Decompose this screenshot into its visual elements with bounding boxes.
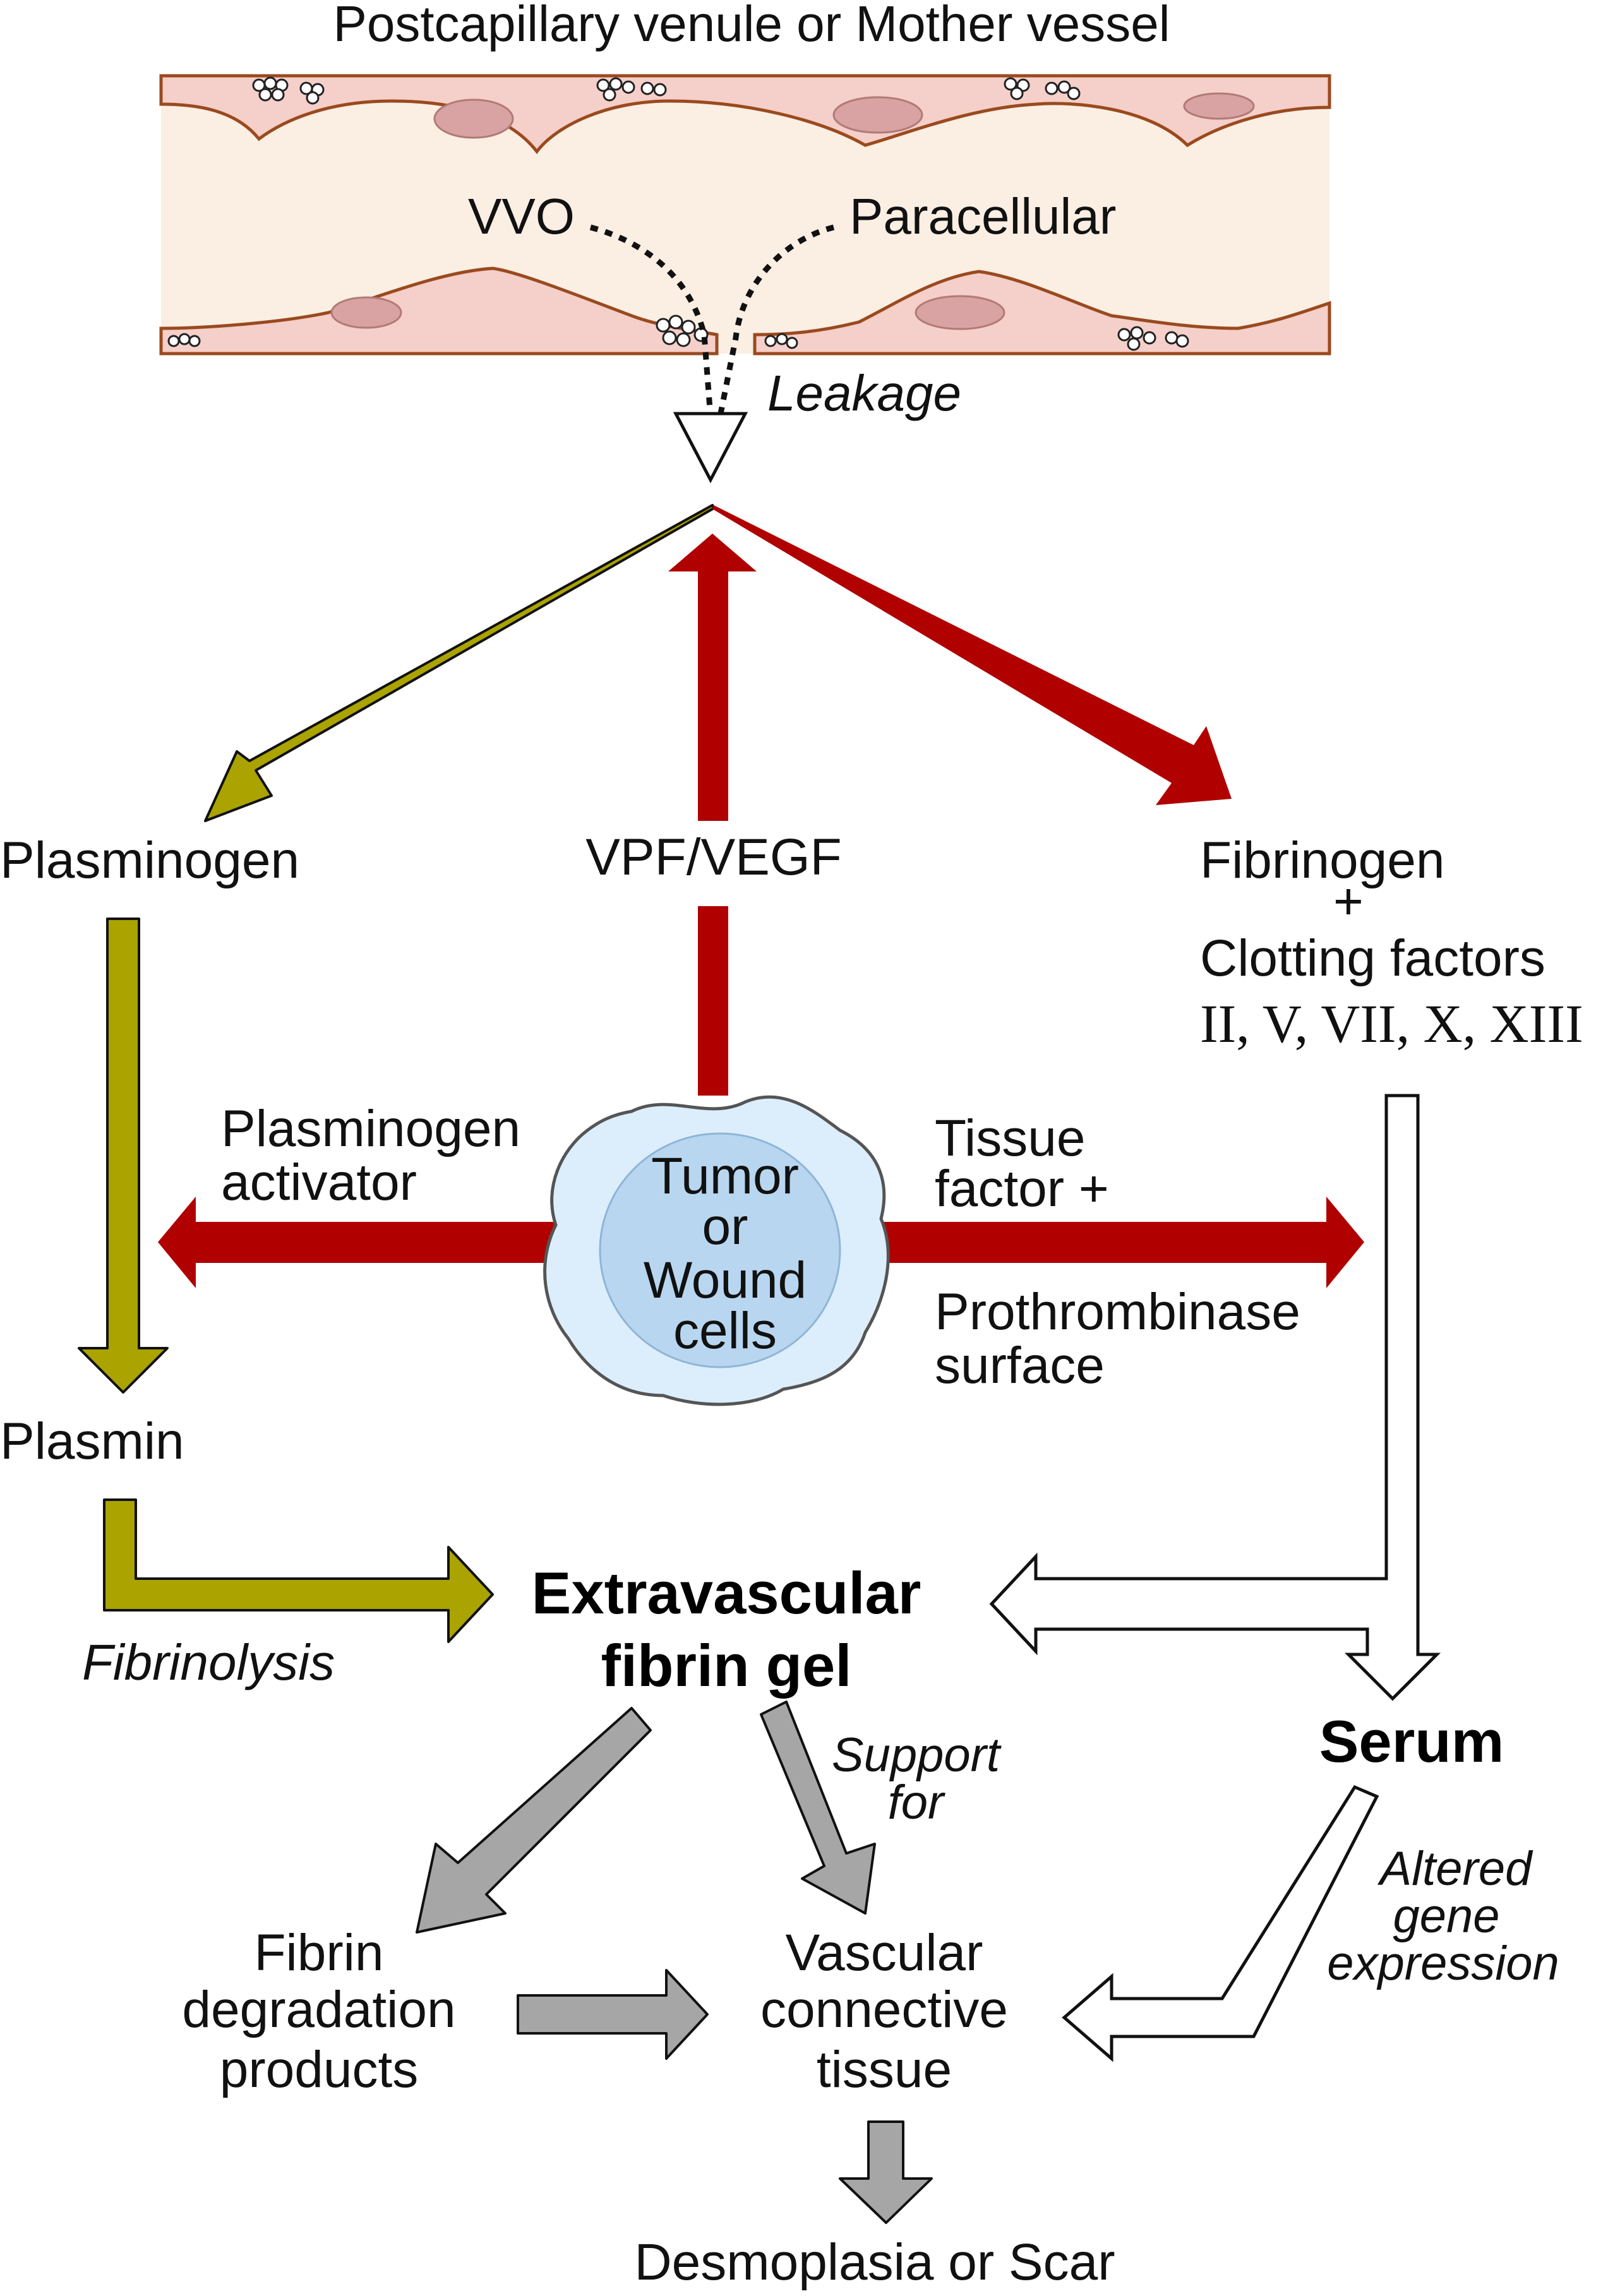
arrow-plasmin-to-gel: [103, 1498, 494, 1643]
tissue-factor-line2: factor +: [935, 1160, 1109, 1217]
vessel-bottom-wall: [159, 266, 719, 356]
tissue-factor-line1: Tissue: [935, 1109, 1085, 1167]
arrow-serum-to-vct: [1062, 1785, 1379, 2062]
fibrinolysis-label: Fibrinolysis: [82, 1634, 335, 1690]
altered-line2: gene: [1393, 1889, 1499, 1943]
plasminogen-activator-line1: Plasminogen: [221, 1100, 520, 1157]
endothelial-nucleus: [433, 99, 514, 139]
clotting-factors-label: Clotting factors: [1200, 930, 1545, 987]
prothrombinase-line1: Prothrombinase: [935, 1283, 1300, 1341]
cell-label-or: or: [702, 1198, 748, 1255]
endothelial-nucleus: [915, 295, 1005, 330]
paracellular-leakage-route: [717, 224, 835, 417]
plasmin-label: Plasmin: [0, 1413, 184, 1470]
vvo-label: VVO: [468, 188, 575, 244]
vessel-bottom-wall-right: [753, 270, 1331, 356]
cell-nucleus: [599, 1132, 841, 1368]
arrow-plasminogen-to-plasmin: [78, 918, 169, 1394]
fdp-line3: products: [220, 2041, 419, 2098]
cell-label-cells: cells: [673, 1302, 777, 1360]
arrow-tissue-factor: [878, 1197, 1364, 1288]
vessel-top-wall: [159, 74, 1331, 155]
support-line2: for: [888, 1776, 945, 1829]
serum-label: Serum: [1319, 1708, 1504, 1774]
fibrin-gel-line1: Extravascular: [532, 1560, 921, 1626]
vvo-leakage-route: [589, 224, 714, 417]
vct-line2: connective: [760, 1981, 1008, 2038]
arrow-gel-to-fdp: [416, 1707, 652, 1934]
arrow-to-fibrinogen: [712, 505, 1232, 805]
arrow-to-plasminogen: [204, 504, 715, 822]
plus-label: +: [1333, 873, 1364, 930]
arrow-vpf-up: [668, 534, 757, 821]
arrow-plasminogen-activator: [158, 1197, 568, 1288]
leakage-arrowhead: [673, 412, 748, 484]
paracellular-label: Paracellular: [849, 188, 1116, 244]
plasminogen-activator-line2: activator: [221, 1154, 417, 1211]
vvo-vesicle-cluster: [167, 76, 1189, 351]
factor-list-label: II, V, VII, X, XIII: [1200, 993, 1583, 1054]
fibrin-gel-line2: fibrin gel: [601, 1632, 852, 1699]
cell-label-tumor: Tumor: [651, 1147, 799, 1205]
arrow-gel-to-vct: [760, 1701, 876, 1915]
support-line1: Support: [832, 1728, 1002, 1782]
endothelial-nucleus: [832, 96, 923, 134]
vct-line1: Vascular: [786, 1924, 983, 1982]
vct-line3: tissue: [817, 2041, 952, 2098]
endothelial-nucleus: [1183, 92, 1255, 120]
fdp-line1: Fibrin: [254, 1924, 383, 1982]
vpf-vegf-label: VPF/VEGF: [585, 828, 842, 886]
final-outcome-label: Desmoplasia or Scar: [634, 2233, 1115, 2291]
endothelial-nucleus: [330, 296, 402, 329]
altered-line1: Altered: [1377, 1842, 1534, 1896]
arrow-fibrinogen-to-serum: [989, 1094, 1441, 1701]
fibrinogen-label: Fibrinogen: [1200, 832, 1444, 889]
prothrombinase-line2: surface: [935, 1337, 1105, 1394]
leakage-label: Leakage: [767, 365, 961, 421]
arrow-vct-to-final: [839, 2120, 933, 2224]
fdp-line2: degradation: [182, 1981, 455, 2038]
arrow-fdp-to-vct: [517, 1969, 709, 2060]
cell-label-wound: Wound: [644, 1252, 807, 1309]
arrow-vpf-stem: [698, 906, 728, 1096]
plasminogen-label: Plasminogen: [0, 832, 299, 889]
vessel-title: Postcapillary venule or Mother vessel: [333, 0, 1170, 52]
altered-line3: expression: [1327, 1937, 1559, 1990]
vessel-illustration: Postcapillary venule or Mother vessel VV…: [159, 0, 1331, 417]
tumor-wound-cell: Tumor or Wound cells: [543, 1095, 890, 1406]
